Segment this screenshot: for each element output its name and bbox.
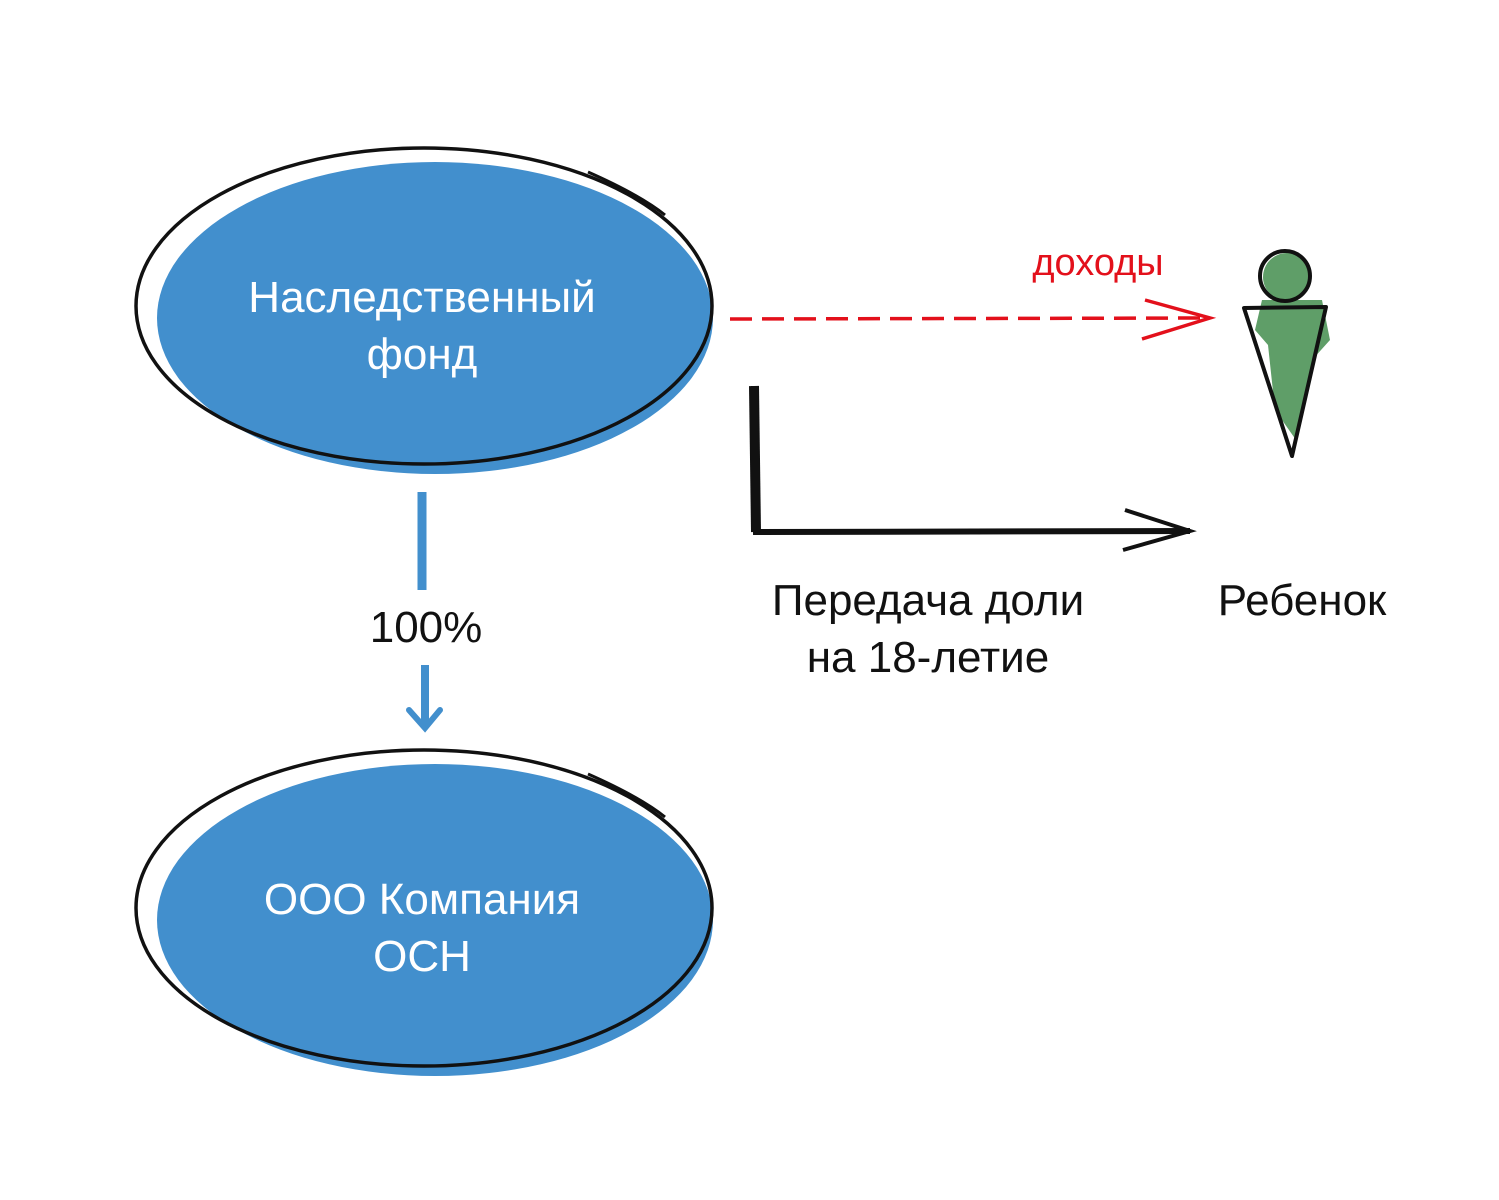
income-dashed-line: [729, 316, 1206, 321]
fund-label-line1: Наследственный: [248, 273, 595, 322]
node-child: Ребенок: [1218, 249, 1387, 625]
node-fund: Наследственный фонд: [134, 146, 714, 474]
company-label-line1: ООО Компания: [264, 875, 580, 924]
company-outline: [134, 748, 714, 1068]
fund-label-line2: фонд: [367, 330, 478, 379]
company-fill: [157, 764, 713, 1076]
fund-outline: [134, 146, 714, 466]
edge-transfer: Передача доли на 18-летие: [749, 385, 1197, 682]
arrow-right-icon: [1122, 508, 1197, 552]
income-label: доходы: [1032, 242, 1163, 284]
company-label-line2: ОСН: [373, 932, 471, 981]
transfer-label-line2: на 18-летие: [807, 633, 1049, 682]
transfer-label-line1: Передача доли: [772, 576, 1084, 625]
arrow-right-icon: [1141, 298, 1217, 341]
fund-sketch-stroke: [587, 170, 666, 217]
company-sketch-stroke: [587, 772, 666, 819]
child-label: Ребенок: [1218, 576, 1387, 625]
ownership-label: 100%: [370, 603, 483, 652]
edge-income: доходы: [729, 242, 1217, 341]
person-icon: [1242, 249, 1330, 458]
transfer-line: [751, 385, 1191, 536]
arrow-down-icon: [406, 707, 443, 733]
node-company: ООО Компания ОСН: [134, 748, 714, 1076]
fund-fill: [157, 162, 713, 474]
transfer-line-vertical: [749, 385, 761, 533]
edge-ownership: 100%: [370, 492, 483, 733]
